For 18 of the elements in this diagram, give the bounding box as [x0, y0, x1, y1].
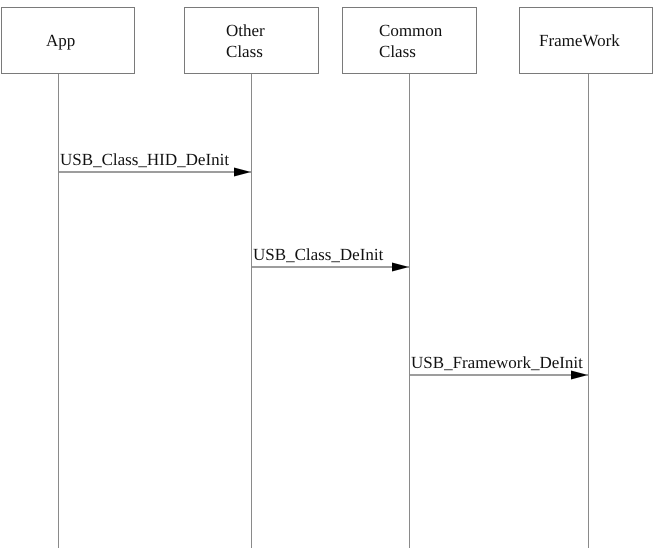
participant-box	[342, 7, 477, 74]
edge-label: USB_Class_DeInit	[253, 245, 384, 265]
message-arrow	[252, 262, 410, 272]
participant-name: Other Class	[226, 20, 265, 62]
message-arrow	[410, 370, 588, 380]
participant-name: Common Class	[379, 20, 442, 62]
participant-name: App	[46, 30, 76, 51]
participant-box	[519, 7, 653, 74]
participant-box	[1, 7, 135, 74]
lifeline	[58, 74, 59, 548]
lifeline	[409, 74, 410, 548]
lifeline	[251, 74, 252, 548]
edge-label: USB_Framework_DeInit	[411, 353, 583, 373]
message-arrow	[58, 168, 252, 176]
participant-box	[184, 7, 319, 74]
lifeline	[588, 74, 589, 548]
participant-name: FrameWork	[539, 30, 620, 51]
edge-label: USB_Class_HID_DeInit	[60, 150, 230, 170]
